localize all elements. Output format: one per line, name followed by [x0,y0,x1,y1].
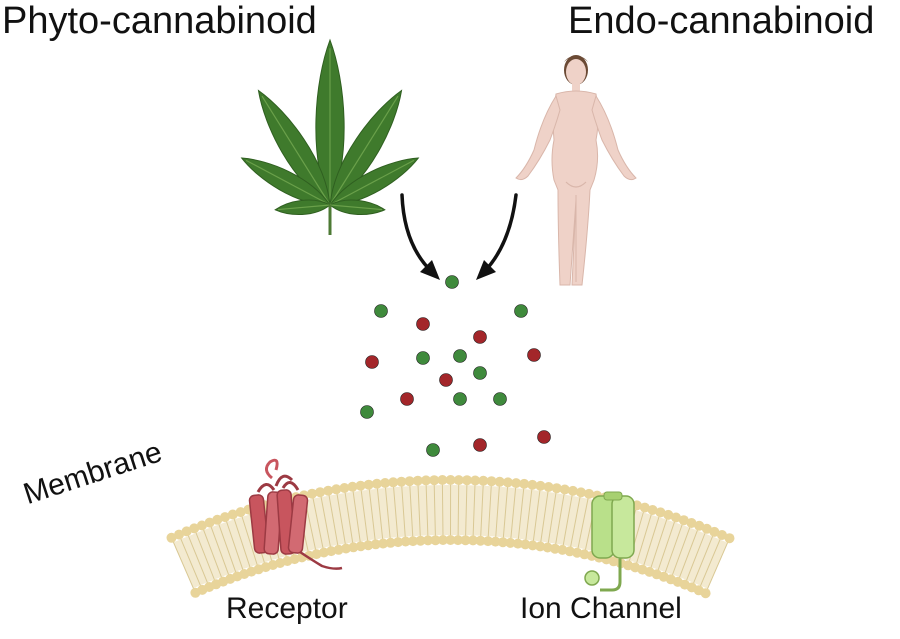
red-molecule [401,393,414,406]
green-molecule [494,393,507,406]
red-molecule [528,349,541,362]
green-molecule [417,352,430,365]
human-body-icon [516,55,636,285]
lipid-tail [442,484,443,536]
red-molecule [538,431,551,444]
green-molecule [361,406,374,419]
lipid-tail [458,484,459,536]
red-molecule [474,439,487,452]
red-molecule [440,374,453,387]
ion-channel-icon [585,492,634,590]
green-molecule [454,350,467,363]
phyto-arrow [402,195,440,280]
phyto-cannabinoid-title: Phyto-cannabinoid [2,0,317,43]
green-molecule [454,393,467,406]
green-molecule [446,276,459,289]
cannabinoid-molecules [361,276,551,457]
receptor-label: Receptor [226,592,348,626]
lipid-head [701,588,711,598]
red-molecule [417,318,430,331]
lipid-bilayer [167,475,735,598]
red-molecule [474,331,487,344]
green-molecule [515,305,528,318]
endo-arrow [476,195,516,280]
green-molecule [375,305,388,318]
cannabis-leaf-icon [237,40,423,235]
lipid-head [725,533,735,543]
green-molecule [474,367,487,380]
ion-channel-label: Ion Channel [520,592,682,626]
red-molecule [366,356,379,369]
green-molecule [427,444,440,457]
endo-cannabinoid-title: Endo-cannabinoid [568,0,874,43]
